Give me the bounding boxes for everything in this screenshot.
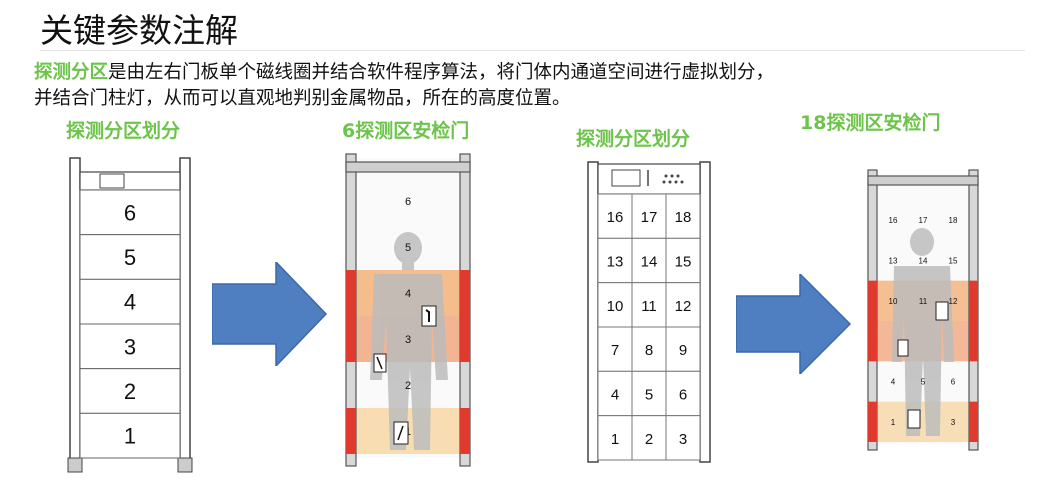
zone-label: 6 [405,196,411,208]
zone6-caption: 探测分区划分 [66,120,181,142]
zone-label: 16 [607,209,624,226]
zone-cell [631,326,667,372]
zone-label: 6 [679,387,687,404]
zone-cell [79,189,181,236]
description-line-1-text: 是由左右门板单个磁线圈并结合软件程序算法，将门体内通道空间进行虚拟划分， [108,62,775,83]
gate18-caption: 18探测区安检门 [800,112,941,134]
pillar-alarm-light [868,401,877,442]
zone-label: 12 [675,298,692,315]
zone-label: 1 [891,418,896,427]
zone-label: 5 [124,245,136,270]
zone-cell [79,323,181,370]
zone-cell [79,234,181,280]
zone-label: 16 [889,216,898,225]
zone-label: 3 [679,431,687,448]
zone-label: 13 [889,257,898,266]
key-item-icon [907,409,921,429]
zone-label: 10 [889,297,898,306]
zone-label: 7 [611,342,619,359]
description: 探测分区是由左右门板单个磁线圈并结合软件程序算法，将门体内通道空间进行虚拟划分，… [34,60,774,112]
alarm-zone-highlight [874,401,972,442]
zone-cell [79,278,181,325]
zone-label: 5 [405,242,411,254]
zone-cell [597,415,633,461]
zone-cell [597,282,633,328]
description-highlight: 探测分区 [34,62,109,83]
zone-label: 4 [124,290,136,315]
pillar-alarm-light [346,316,356,362]
zone-cell [665,326,701,372]
zone-label: 2 [645,431,653,448]
zone18-caption: 探测分区划分 [576,128,691,150]
knife-item-icon [897,339,909,357]
zone-label: 11 [641,298,657,315]
zone-label: 3 [951,418,956,427]
zone-label: 2 [405,380,411,392]
pillar-alarm-light [969,321,978,362]
zone-label: 5 [921,378,926,387]
zone-label: 17 [919,216,928,225]
pillar-alarm-light [460,316,470,362]
description-line-2: 并结合门柱灯，从而可以直观地判别金属物品，所在的高度位置。 [34,88,571,109]
zone6-diagram: 6 5 4 3 2 1 [67,157,193,473]
zone-label: 18 [949,216,958,225]
zone-label: 18 [675,209,692,226]
arrow-right-icon [736,274,852,374]
pillar-alarm-light [969,280,978,321]
zone-cell [79,412,181,459]
title-divider [40,50,1025,51]
alarm-zone-highlight [352,408,466,454]
pillar-alarm-light [868,321,877,362]
zone-label: 3 [405,334,411,346]
zone-label: 1 [124,424,136,449]
zone-label: 1 [611,431,619,448]
zone-label: 14 [919,257,928,266]
zone-cell [631,237,667,284]
zone-label: 13 [607,254,624,271]
zone-label: 9 [679,342,687,359]
zone-label: 6 [951,378,956,387]
pillar-alarm-light [346,408,356,454]
pillar-alarm-light [969,401,978,442]
zone-label: 4 [611,387,619,404]
pillar-alarm-light [346,270,356,316]
zone-label: 14 [641,254,658,271]
zone-cell [665,415,701,461]
pillar-alarm-light [460,270,470,316]
zone-label: 12 [949,297,958,306]
arrow-right-icon [212,262,328,366]
description-line-1: 探测分区是由左右门板单个磁线圈并结合软件程序算法，将门体内通道空间进行虚拟划分， [34,60,774,86]
zone-label: 10 [607,298,624,315]
pillar-alarm-light [868,280,877,321]
zone-cell [597,370,633,417]
zone-label: 6 [124,200,136,225]
zone-label: 17 [641,209,658,226]
pillar-alarm-light [460,408,470,454]
zone-label: 3 [124,334,136,359]
zone-label: 5 [645,387,653,404]
page-title: 关键参数注解 [40,11,238,50]
zone-label: 4 [891,378,896,387]
zone-cell [665,282,701,328]
zone-label: 11 [919,297,928,306]
zone-label: 2 [124,379,136,404]
zone-label: 4 [405,288,411,300]
phone-item-icon [935,301,949,321]
zone-label: 15 [949,257,958,266]
zone-cell [665,370,701,417]
zone-label: 8 [645,342,653,359]
zone-label: 15 [675,254,692,271]
zone-cell [665,237,701,284]
gate6-caption: 6探测区安检门 [342,120,470,142]
